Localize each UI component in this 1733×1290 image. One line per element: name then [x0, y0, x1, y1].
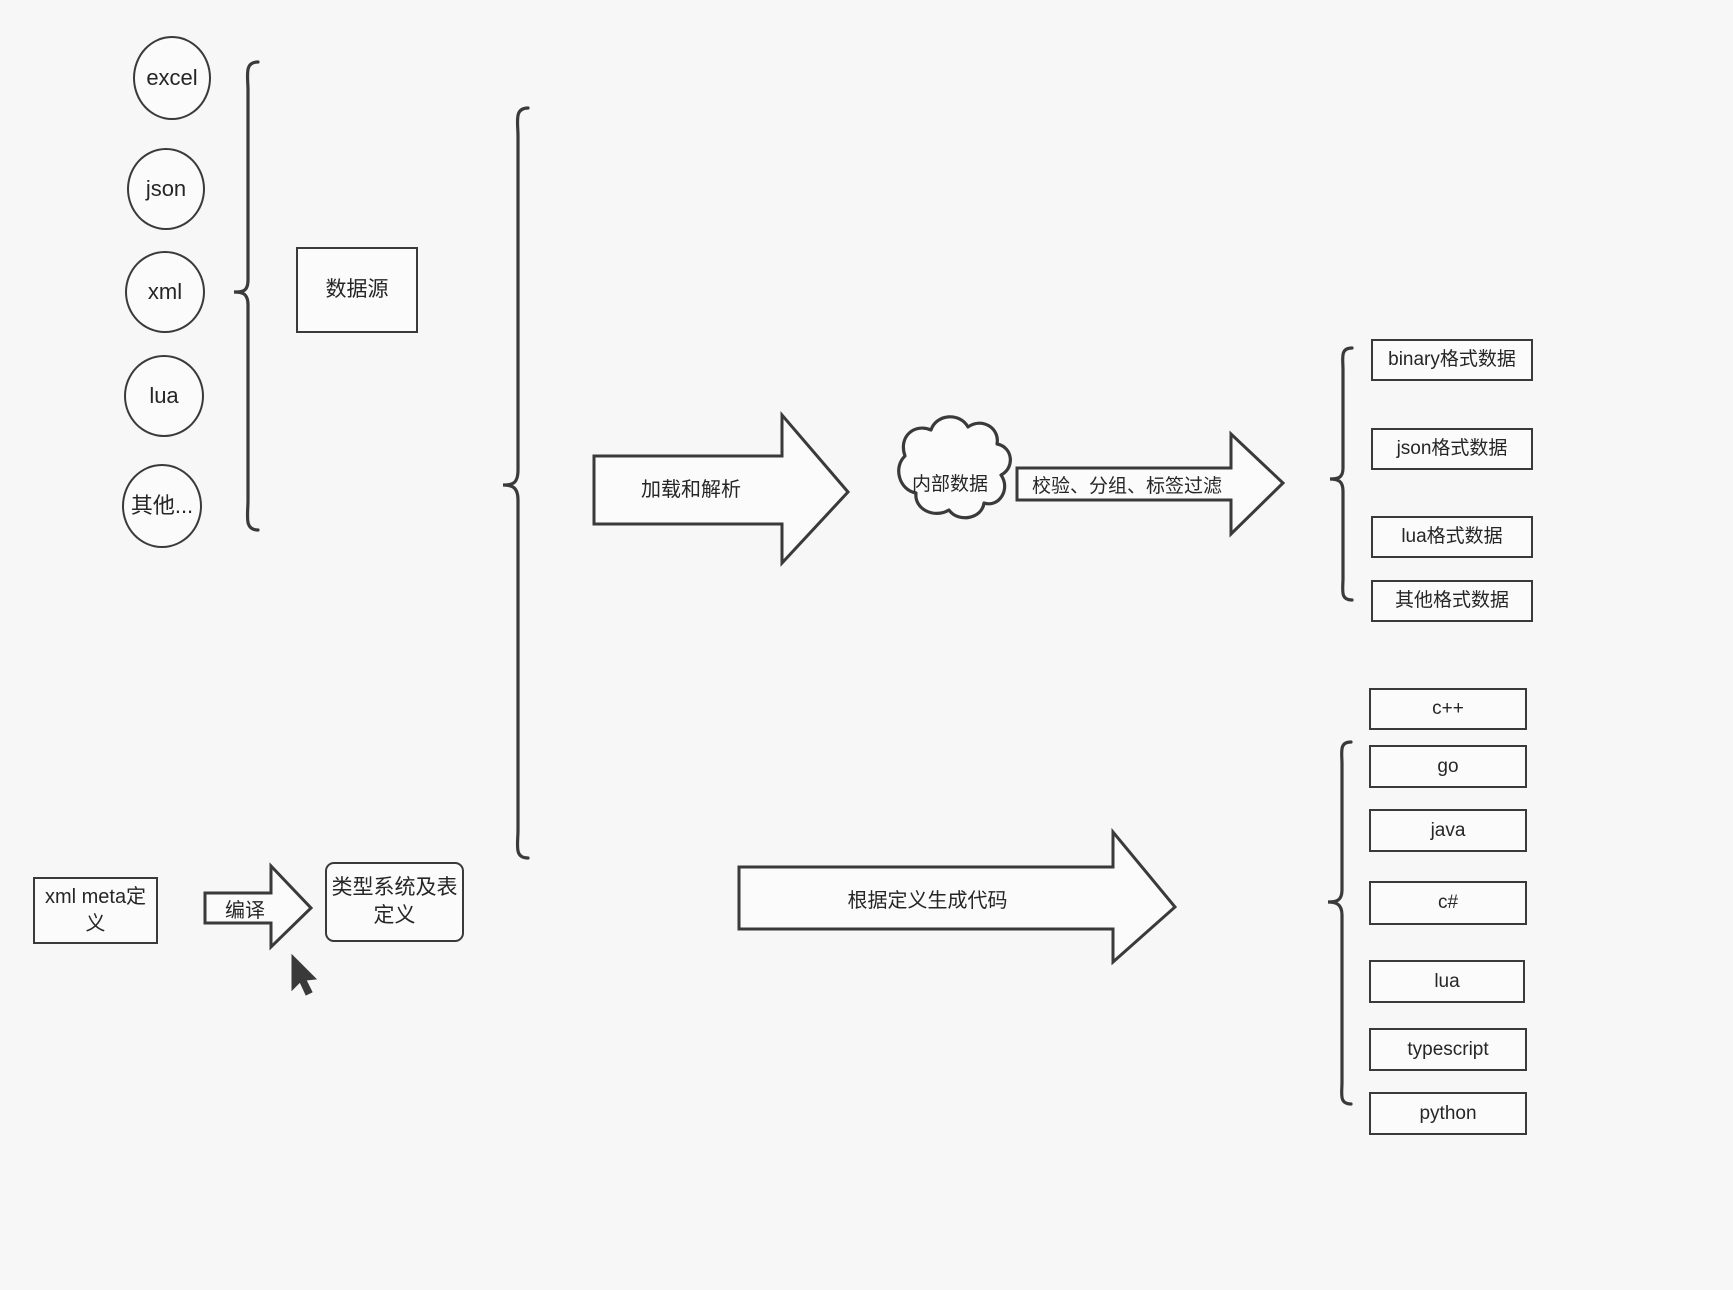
- source-node-excel[interactable]: excel: [133, 36, 211, 120]
- source-label: xml: [147, 279, 183, 305]
- pipeline-input-brace: [502, 106, 530, 860]
- type-system-box[interactable]: 类型系统及表定义: [325, 862, 464, 942]
- output-language-label: c++: [1432, 698, 1464, 720]
- output-language-label: go: [1437, 755, 1459, 777]
- data-source-label: 数据源: [325, 277, 389, 301]
- source-node-json[interactable]: json: [127, 148, 205, 230]
- compile-arrow-label: 编译: [225, 899, 265, 922]
- source-node-lua[interactable]: lua: [124, 355, 204, 437]
- output-language-typescript[interactable]: typescript: [1369, 1028, 1527, 1071]
- output-format-label: 其他格式数据: [1394, 590, 1509, 612]
- output-format-lua[interactable]: lua格式数据: [1371, 516, 1533, 558]
- output-language-java[interactable]: java: [1369, 809, 1527, 852]
- output-language-label: typescript: [1407, 1038, 1489, 1060]
- internal-data-cloud-label: 内部数据: [911, 473, 988, 495]
- mouse-cursor-icon: [291, 953, 318, 996]
- xml-meta-label: xml meta定义: [44, 885, 147, 935]
- output-language-label: java: [1430, 819, 1466, 841]
- sources-brace: [233, 60, 260, 532]
- source-label: json: [145, 176, 187, 202]
- output-format-label: lua格式数据: [1401, 526, 1503, 548]
- output-language-python[interactable]: python: [1369, 1092, 1527, 1135]
- source-node-other[interactable]: 其他...: [122, 464, 202, 548]
- data-source-box[interactable]: 数据源: [296, 247, 418, 333]
- data-formats-brace: [1329, 346, 1354, 602]
- output-language-csharp[interactable]: c#: [1369, 881, 1527, 925]
- languages-brace: [1327, 740, 1353, 1106]
- source-label: excel: [146, 65, 198, 91]
- output-language-label: c#: [1437, 892, 1459, 914]
- output-format-binary[interactable]: binary格式数据: [1371, 339, 1533, 381]
- output-format-label: binary格式数据: [1388, 349, 1516, 371]
- filter-arrow-label: 校验、分组、标签过滤: [1031, 475, 1222, 497]
- codegen-arrow-label: 根据定义生成代码: [847, 889, 1008, 912]
- output-format-json[interactable]: json格式数据: [1371, 428, 1533, 470]
- source-label: 其他...: [130, 493, 194, 519]
- output-format-label: json格式数据: [1396, 438, 1508, 460]
- output-language-go[interactable]: go: [1369, 745, 1527, 788]
- xml-meta-definition-box[interactable]: xml meta定义: [33, 877, 158, 944]
- output-language-label: lua: [1434, 970, 1460, 992]
- output-language-label: python: [1419, 1102, 1477, 1124]
- load-parse-arrow-label: 加载和解析: [641, 478, 741, 501]
- source-node-xml[interactable]: xml: [125, 251, 205, 333]
- source-label: lua: [149, 383, 179, 409]
- type-system-label: 类型系统及表定义: [331, 875, 458, 927]
- output-format-other[interactable]: 其他格式数据: [1371, 580, 1533, 622]
- output-language-lua[interactable]: lua: [1369, 960, 1525, 1003]
- output-language-cpp[interactable]: c++: [1369, 688, 1527, 730]
